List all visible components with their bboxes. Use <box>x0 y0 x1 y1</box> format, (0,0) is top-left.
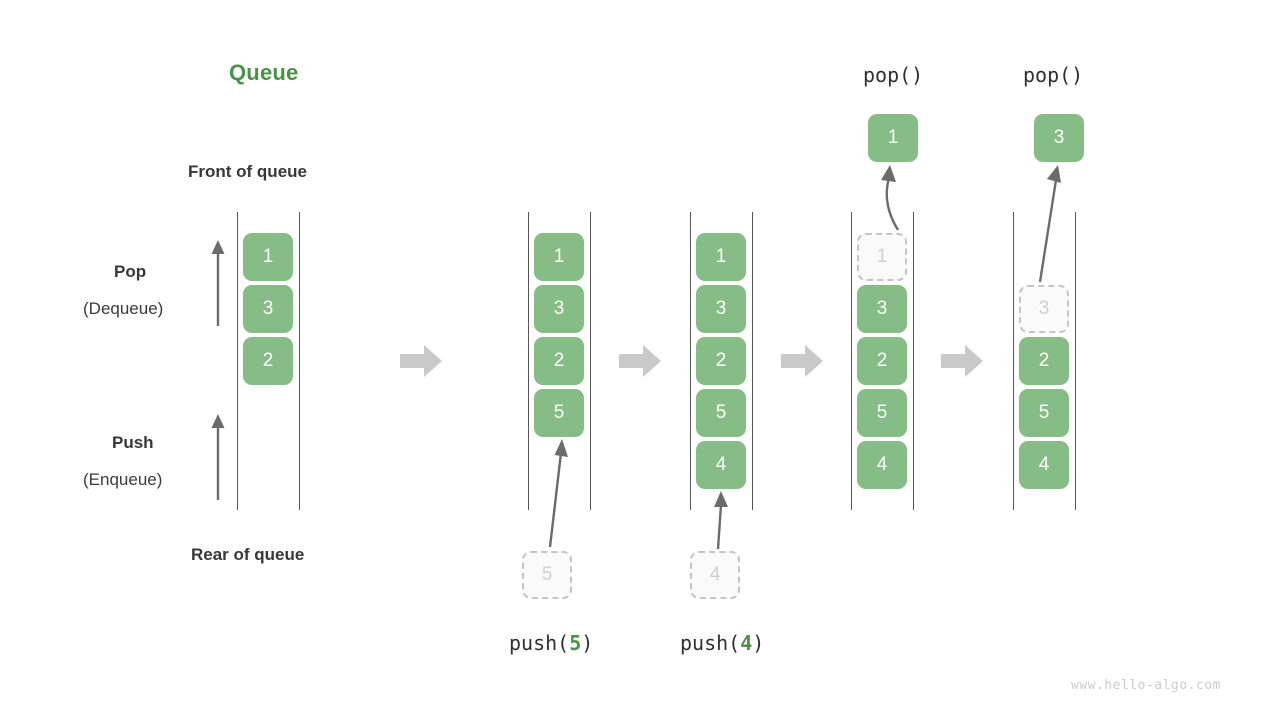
queue-item: 2 <box>534 337 584 385</box>
push-5-suffix: ) <box>581 631 594 655</box>
pop-1-label: pop() <box>863 63 924 87</box>
queue-item: 3 <box>534 285 584 333</box>
flow-arrow-icon <box>400 345 442 377</box>
push-5-label: push(5) <box>509 631 593 655</box>
incoming-ghost-item: 5 <box>522 551 572 599</box>
push-flow-arrow <box>548 439 568 548</box>
queue-item: 3 <box>243 285 293 333</box>
queue-rail-right <box>913 212 914 510</box>
queue-rail-left <box>237 212 238 510</box>
queue-item: 5 <box>857 389 907 437</box>
queue-rail-left <box>528 212 529 510</box>
popped-ghost-item: 1 <box>857 233 907 281</box>
incoming-ghost-item: 4 <box>690 551 740 599</box>
queue-rail-right <box>590 212 591 510</box>
pop-flow-arrow <box>1038 165 1061 283</box>
pop-flow-arrow <box>881 165 900 231</box>
queue-item: 3 <box>857 285 907 333</box>
push-5-value: 5 <box>569 631 582 655</box>
queue-rail-left <box>851 212 852 510</box>
popped-item: 3 <box>1034 114 1084 162</box>
flow-arrow-icon <box>941 345 983 377</box>
push-flow-arrow <box>714 491 728 550</box>
queue-item: 2 <box>857 337 907 385</box>
pop-direction-arrow <box>211 240 225 326</box>
front-of-queue-label: Front of queue <box>188 162 307 181</box>
popped-ghost-item: 3 <box>1019 285 1069 333</box>
pop-2-label: pop() <box>1023 63 1084 87</box>
queue-item: 1 <box>696 233 746 281</box>
queue-item: 4 <box>1019 441 1069 489</box>
pop-label: Pop <box>114 262 147 281</box>
push-direction-arrow <box>211 414 225 500</box>
queue-item: 2 <box>243 337 293 385</box>
watermark: www.hello-algo.com <box>1071 678 1221 693</box>
queue-item: 2 <box>696 337 746 385</box>
flow-arrow-icon <box>781 345 823 377</box>
popped-item: 1 <box>868 114 918 162</box>
push-label: Push <box>112 433 154 452</box>
queue-rail-right <box>299 212 300 510</box>
pop-alt-label: (Dequeue) <box>83 299 164 318</box>
page-title: Queue <box>229 60 299 85</box>
push-4-label: push(4) <box>680 631 764 655</box>
queue-item: 1 <box>243 233 293 281</box>
queue-item: 5 <box>1019 389 1069 437</box>
queue-item: 3 <box>696 285 746 333</box>
rear-of-queue-label: Rear of queue <box>191 545 305 564</box>
queue-item: 5 <box>534 389 584 437</box>
push-5-prefix: push( <box>509 631 570 655</box>
push-alt-label: (Enqueue) <box>83 470 163 489</box>
queue-rail-right <box>1075 212 1076 510</box>
queue-rail-right <box>752 212 753 510</box>
push-4-value: 4 <box>740 631 753 655</box>
queue-item: 5 <box>696 389 746 437</box>
queue-rail-left <box>1013 212 1014 510</box>
queue-item: 1 <box>534 233 584 281</box>
flow-arrow-icon <box>619 345 661 377</box>
push-4-suffix: ) <box>752 631 765 655</box>
queue-item: 4 <box>857 441 907 489</box>
queue-item: 2 <box>1019 337 1069 385</box>
queue-rail-left <box>690 212 691 510</box>
push-4-prefix: push( <box>680 631 741 655</box>
queue-item: 4 <box>696 441 746 489</box>
